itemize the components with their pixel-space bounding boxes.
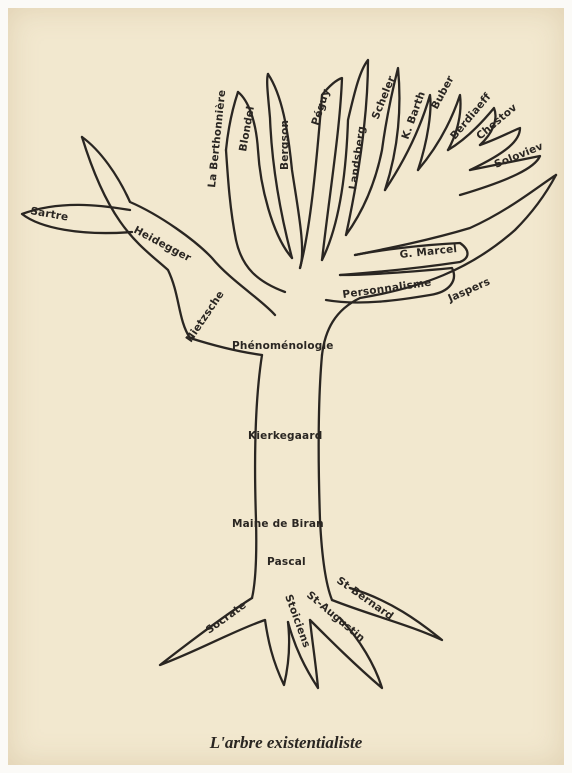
label-la-berthonniere: La Berthonnière [206,89,228,188]
label-scheler: Scheler [370,74,398,121]
bergson-branch-right [268,74,302,268]
label-heidegger: Heidegger [132,224,194,265]
blondel-branch-left [226,92,238,150]
barth-branch [385,95,431,190]
label-g-marcel: G. Marcel [399,243,458,261]
label-peguy: Péguy [309,87,332,127]
stoiciens-root-left [265,620,289,685]
label-nietzsche: Nietzsche [184,289,227,345]
label-pascal: Pascal [267,556,306,568]
label-blondel: Blondel [237,105,257,152]
label-kierkegaard: Kierkegaard [248,430,322,442]
label-socrate: Socrate [204,599,249,636]
label-bergson: Bergson [279,120,291,170]
trunk-right-outline [319,355,332,600]
label-landsberg: Landsberg [347,125,368,190]
label-phenomenologie: Phénoménologie [232,340,334,352]
diagram-caption: L'arbre existentialiste [0,733,572,753]
la-berthonniere-branch [226,150,285,292]
trunk-left-outline [252,355,262,598]
label-buber: Buber [429,73,457,111]
left-limb-inner [82,137,275,315]
label-maine-de-biran: Maine de Biran [232,518,324,530]
